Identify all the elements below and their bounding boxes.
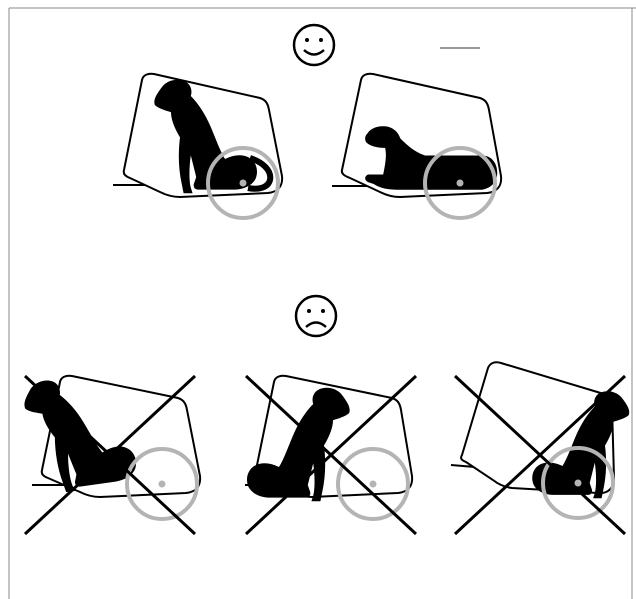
hip-point — [159, 481, 166, 488]
panel-incorrect-1 — [21, 370, 200, 534]
panel-incorrect-3 — [451, 362, 629, 534]
hip-point — [370, 481, 377, 488]
panel-incorrect-2 — [245, 376, 416, 534]
panel-correct-lying — [332, 74, 501, 218]
hip-point — [575, 480, 582, 487]
hip-point — [457, 180, 464, 187]
frowning-face-icon — [296, 296, 336, 336]
panel-correct-sitting — [113, 74, 282, 218]
smiley-face-icon — [294, 25, 334, 65]
hip-point — [240, 180, 247, 187]
